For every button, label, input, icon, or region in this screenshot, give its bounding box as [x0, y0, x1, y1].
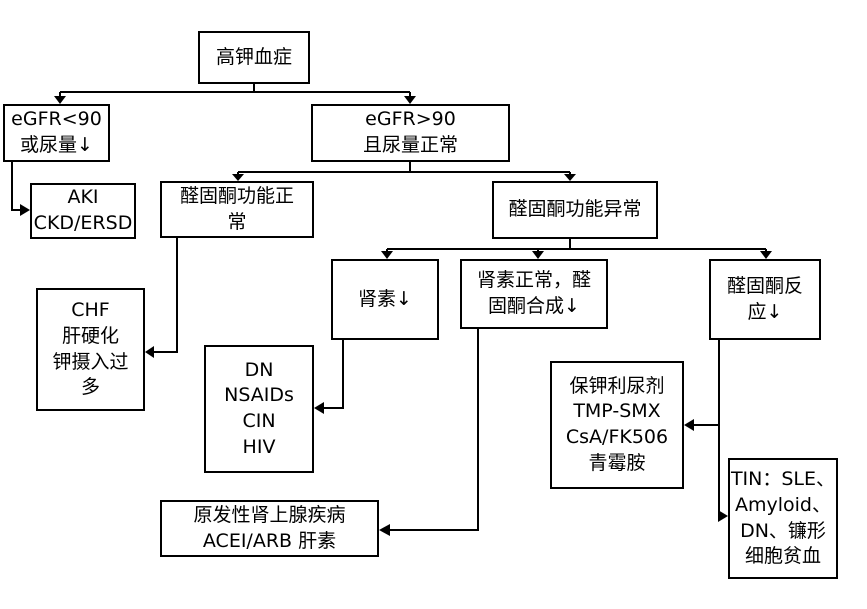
node-aldosterone-normal: 醛固酮功能正常	[160, 181, 314, 238]
aki-line: CKD/ERSD	[33, 212, 133, 234]
chf-line: 多	[80, 376, 100, 399]
diuretic-line: 青霉胺	[588, 451, 646, 474]
egfr-low-line: 或尿量↓	[20, 134, 93, 156]
connector-renin-low-to-dn	[322, 340, 344, 409]
tin-line: Amyloid、	[735, 493, 831, 516]
ald-normal-line: 常	[227, 210, 247, 233]
egfr-high-line: eGFR>90	[365, 108, 456, 131]
dn-line: CIN	[242, 410, 276, 432]
ald-resp-line: 应↓	[747, 300, 783, 323]
tin-line: 细胞贫血	[744, 545, 821, 568]
ald-abnormal-line: 醛固酮功能异常	[508, 198, 642, 221]
chf-line: 钾摄入过	[52, 350, 129, 373]
node-aldosterone-response: 醛固酮反应↓	[709, 259, 821, 340]
node-renin-normal: 肾素正常，醛固酮合成↓	[460, 259, 608, 329]
node-renin-low: 肾素↓	[331, 259, 439, 340]
node-tin: TIN：SLE、Amyloid、 DN、镰形细胞贫血	[728, 458, 838, 579]
diuretic-line: TMP-SMX	[573, 400, 661, 423]
root-line: 高钾血症	[215, 45, 292, 68]
node-hyperkalemia: 高钾血症	[198, 31, 310, 84]
dn-line: DN	[244, 358, 274, 381]
node-diuretic-list: 保钾利尿剂 TMP-SMX CsA/FK506 青霉胺	[550, 361, 684, 489]
arrowhead-egfr-low	[54, 96, 66, 104]
diuretic-line: CsA/FK506	[565, 426, 669, 448]
node-egfr-high: eGFR>90 且尿量正常	[311, 104, 510, 162]
arrowhead-renin-low	[381, 251, 393, 259]
adrenal-line: ACEI/ARB 肝素	[202, 529, 337, 552]
connector-renin-normal-to-adrenal	[388, 329, 479, 531]
arrowhead-renin-normal	[532, 251, 544, 259]
aki-line: AKI	[67, 186, 99, 209]
renin-low-line: 肾素↓	[358, 287, 412, 310]
arrowhead-adrenal	[379, 524, 390, 536]
ald-normal-line: 醛固酮功能正	[179, 184, 294, 207]
arrowhead-ald-normal	[232, 174, 244, 181]
dn-line: NSAIDs	[224, 384, 294, 407]
adrenal-line: 原发性肾上腺疾病	[193, 503, 346, 526]
arrowhead-ald-resp	[760, 251, 772, 259]
node-egfr-low: eGFR<90 或尿量↓	[3, 104, 110, 162]
diuretic-line: 保钾利尿剂	[569, 374, 665, 397]
connector-ald-normal-to-chf	[152, 238, 178, 353]
connector-egfr-low-to-aki	[11, 161, 22, 211]
arrowhead-diuretic	[684, 419, 694, 431]
renin-normal-line: 固酮合成↓	[488, 295, 580, 317]
renin-normal-line: 肾素正常，醛	[476, 269, 591, 292]
chf-line: 肝硬化	[61, 324, 119, 347]
arrowhead-egfr-high	[404, 96, 416, 104]
chf-line: CHF	[71, 299, 110, 322]
tin-line: TIN：SLE、	[730, 468, 836, 491]
arrowhead-tin	[718, 510, 728, 522]
arrowhead-chf	[145, 346, 154, 358]
node-adrenal: 原发性肾上腺疾病 ACEI/ARB 肝素	[160, 500, 379, 557]
arrowhead-ald-abnormal	[564, 174, 576, 181]
dn-line: HIV	[242, 435, 276, 458]
egfr-low-line: eGFR<90	[11, 108, 102, 131]
tin-line: DN、镰形	[740, 519, 826, 542]
arrowhead-dn	[314, 402, 324, 414]
node-aldosterone-abnormal: 醛固酮功能异常	[492, 181, 658, 239]
node-aki-ckd: AKI CKD/ERSD	[30, 183, 136, 239]
arrowhead-aki	[20, 204, 30, 216]
egfr-high-line: 且尿量正常	[362, 134, 458, 156]
ald-resp-line: 醛固酮反	[726, 274, 803, 297]
